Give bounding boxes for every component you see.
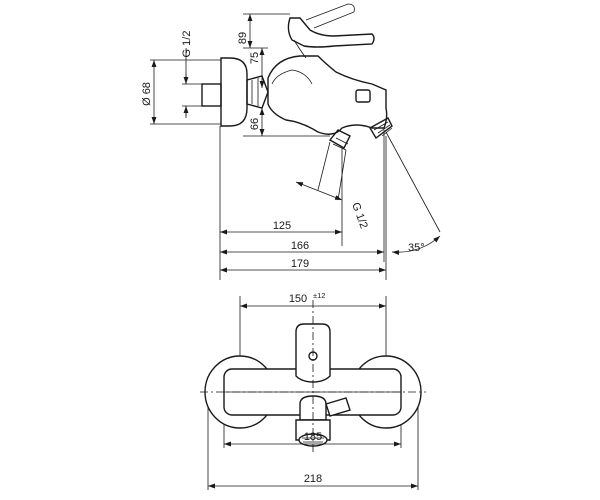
mixer-body (267, 55, 388, 135)
side-view (150, 3, 441, 280)
angle-label: 35° (408, 242, 425, 254)
front-view (200, 296, 426, 490)
dim-75-label: 75 (249, 52, 261, 64)
front-hose-outlet (325, 397, 351, 417)
thread-bottom-label: G 1/2 (349, 201, 369, 230)
dim-185-label: 185 (304, 431, 322, 443)
dim-150-label: 150 (289, 293, 307, 305)
diameter-label: Ø 68 (141, 82, 153, 106)
lever-alt-position (305, 3, 355, 29)
thread-top-label: G 1/2 (181, 31, 193, 58)
hose-outlet (328, 129, 351, 149)
dim-179-label: 179 (291, 258, 309, 270)
dim-166-label: 166 (291, 240, 309, 252)
union-nut (246, 75, 269, 109)
dim-218-label: 218 (304, 473, 322, 485)
dimension-labels: 89 75 66 Ø 68 G 1/2 G 1/2 125 166 179 35… (141, 31, 425, 485)
wall-rosette (220, 57, 248, 127)
spout-aerator (369, 117, 393, 140)
dim-125-label: 125 (273, 220, 291, 232)
wall-stub (201, 83, 222, 107)
dim-66-label: 66 (249, 118, 261, 130)
dim-89-label: 89 (237, 32, 249, 44)
diverter-knob (355, 89, 371, 103)
lever-handle (287, 17, 375, 48)
dim-150-tolerance: ±12 (313, 291, 325, 300)
